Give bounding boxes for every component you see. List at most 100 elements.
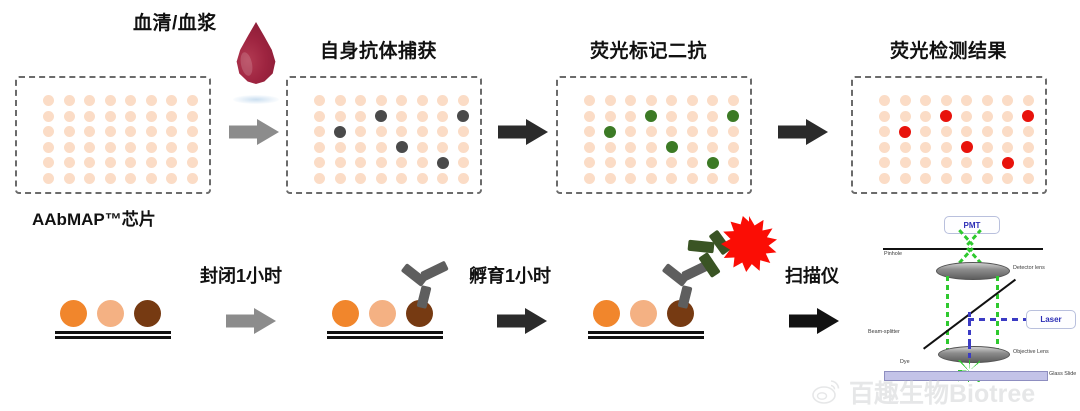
- droplet-splash: [233, 95, 279, 104]
- array-spot: [707, 110, 718, 122]
- array-spot: [1022, 141, 1034, 153]
- array-spot-positive: [665, 141, 678, 153]
- laser-beam: [968, 318, 1028, 321]
- array-spot: [666, 157, 677, 168]
- array-spot: [186, 126, 198, 137]
- array-spot: [145, 126, 157, 137]
- array-spot: [899, 157, 911, 168]
- array-spot: [125, 126, 136, 137]
- array-spot: [1002, 95, 1013, 106]
- step-label-scanner: 扫描仪: [785, 266, 839, 286]
- array-spot: [43, 141, 54, 153]
- chip-label: AAbMAP™芯片: [32, 210, 156, 229]
- array-spot: [396, 95, 407, 106]
- array-spot: [396, 157, 407, 168]
- array-spot: [43, 172, 54, 184]
- bead-peach: [369, 300, 396, 327]
- array-spot: [961, 95, 972, 106]
- array-spot: [125, 157, 136, 168]
- array-spot-positive: [395, 141, 408, 153]
- array-spot: [645, 157, 657, 168]
- array-spot: [314, 141, 325, 153]
- array-spot: [375, 141, 387, 153]
- array-spot: [625, 126, 636, 137]
- array-spot: [104, 126, 116, 137]
- array-spot: [727, 95, 739, 106]
- dye-label: Dye: [900, 359, 910, 365]
- array-spot: [355, 126, 366, 137]
- beam-left: [946, 276, 949, 356]
- array-spot: [727, 126, 739, 137]
- array-spot: [457, 95, 469, 106]
- array-spot: [920, 141, 931, 153]
- array-spot: [981, 110, 993, 122]
- array-spot: [707, 172, 718, 184]
- array-spot-positive: [727, 110, 739, 122]
- array-spot: [584, 95, 595, 106]
- objective-lens-label: Objective Lens: [1013, 349, 1049, 355]
- array-spot: [355, 157, 366, 168]
- array-spot: [1022, 95, 1034, 106]
- array-spot: [355, 110, 366, 122]
- glass-slide-2: [327, 331, 443, 339]
- array-spot: [879, 110, 890, 122]
- array-spot: [584, 172, 595, 184]
- bead-orange: [332, 300, 359, 327]
- array-spot: [1022, 126, 1034, 137]
- array-spot: [43, 110, 54, 122]
- array-spot-positive: [604, 125, 616, 138]
- array-spot: [707, 126, 718, 137]
- array-spot-positive: [375, 110, 387, 122]
- glass-slide-scanner: [884, 371, 1048, 381]
- array-spot: [666, 126, 677, 137]
- array-spot: [899, 141, 911, 153]
- array-spot: [686, 141, 698, 153]
- array-spot: [104, 141, 116, 153]
- array-spot: [981, 157, 993, 168]
- array-spot: [104, 157, 116, 168]
- array-spot: [186, 95, 198, 106]
- array-spot: [145, 95, 157, 106]
- array-spot: [604, 157, 616, 168]
- array-spot-positive: [706, 156, 719, 169]
- array-spot: [104, 95, 116, 106]
- array-spot: [186, 172, 198, 184]
- array-spot-positive: [436, 156, 449, 169]
- array-spot: [920, 157, 931, 168]
- bead-orange: [593, 300, 620, 327]
- array-spot: [584, 126, 595, 137]
- array-spot: [625, 157, 636, 168]
- array-spot: [396, 110, 407, 122]
- array-spot: [334, 141, 346, 153]
- panel-title-serum: 血清/血浆: [133, 13, 217, 34]
- array-spot: [84, 110, 95, 122]
- array-spot: [666, 172, 677, 184]
- array-spot: [63, 141, 75, 153]
- array-spot: [396, 126, 407, 137]
- step-label-blocking: 封闭1小时: [200, 266, 283, 286]
- panel-title-capture: 自身抗体捕获: [320, 41, 438, 62]
- array-spot: [84, 172, 95, 184]
- array-spot: [437, 95, 448, 106]
- array-spot: [166, 110, 177, 122]
- array-spot: [940, 172, 952, 184]
- array-spot: [375, 95, 387, 106]
- array-spot: [686, 95, 698, 106]
- array-spot: [940, 157, 952, 168]
- array-spot: [145, 141, 157, 153]
- array-spot: [961, 172, 972, 184]
- array-spot: [166, 157, 177, 168]
- array-spot: [625, 110, 636, 122]
- autoantibody-icon: [395, 260, 455, 312]
- array-spot: [375, 172, 387, 184]
- array-spot-positive: [940, 110, 952, 122]
- array-spot: [63, 157, 75, 168]
- array-spot: [186, 141, 198, 153]
- array-spot: [166, 172, 177, 184]
- array-spot: [707, 141, 718, 153]
- array-spot: [940, 141, 952, 153]
- chip-panel-secondary: [556, 76, 752, 194]
- array-spot: [604, 95, 616, 106]
- array-spot: [645, 141, 657, 153]
- bead-orange: [60, 300, 87, 327]
